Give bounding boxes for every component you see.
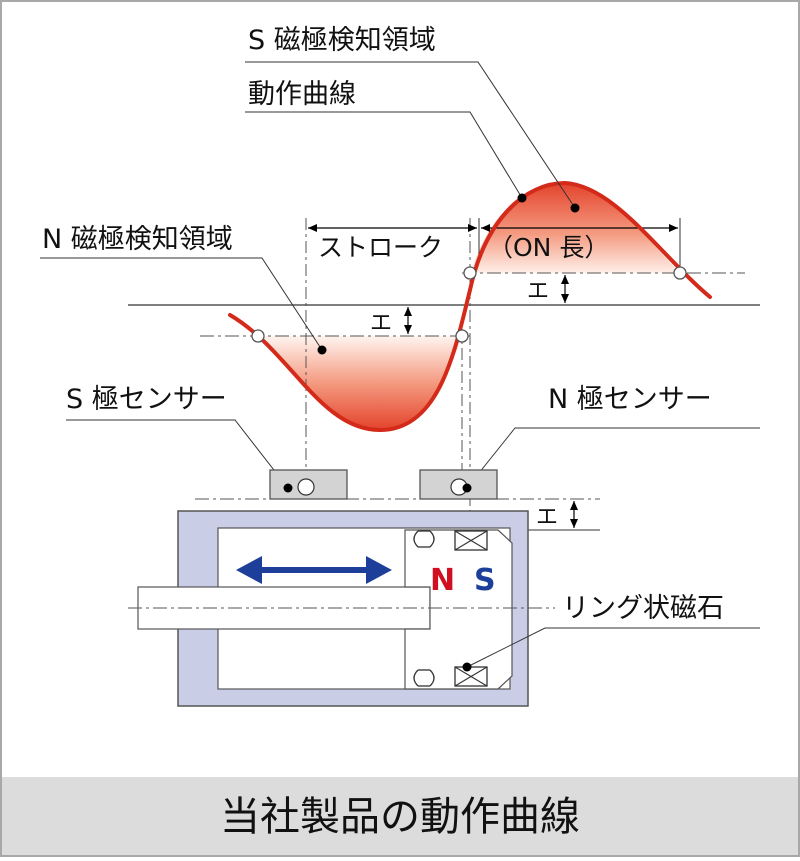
s-sensor-element	[297, 478, 315, 496]
hysteresis-bottom-label: エ	[536, 505, 558, 530]
n-region-dot	[317, 345, 327, 355]
n-threshold-left-marker	[251, 329, 265, 343]
s-sensor-leader	[66, 419, 289, 489]
s-pole-sensor-label: S 極センサー	[66, 384, 227, 415]
s-threshold-right-marker	[673, 266, 687, 280]
n-pole-sensor-label: N 極センサー	[548, 384, 712, 415]
s-region-dot	[570, 203, 580, 213]
operating-curve-label: 動作曲線	[248, 79, 356, 110]
n-sensor-dot	[462, 483, 472, 493]
stroke-label: ストローク	[318, 233, 443, 262]
ring-magnet-label: リング状磁石	[562, 593, 724, 624]
lower-ring-magnet	[454, 666, 488, 687]
ring-magnet-dot	[462, 662, 472, 672]
s-sensor-dot	[283, 483, 293, 493]
n-threshold-right-marker	[455, 329, 469, 343]
movement-arrow	[236, 556, 392, 584]
operating-curve-dot	[517, 193, 527, 203]
n-region-fill	[258, 336, 462, 430]
piston-head	[404, 529, 513, 690]
footer-bar	[2, 777, 798, 855]
n-sensor-leader	[466, 427, 760, 489]
hysteresis-top-label: エ	[527, 279, 549, 304]
ring-magnet-leader	[466, 627, 760, 668]
s-threshold-left-marker	[463, 266, 477, 280]
upper-ring-magnet	[454, 530, 488, 551]
n-detect-region-label: N 磁極検知領域	[42, 224, 233, 255]
lower-seal	[413, 669, 435, 687]
on-length-label: （ON 長）	[488, 233, 609, 262]
operating-curve	[228, 180, 712, 433]
s-region-leader	[245, 61, 576, 209]
magnet-n-letter: N	[430, 563, 455, 598]
operating-curve-leader	[245, 111, 523, 199]
n-region-leader	[40, 257, 323, 351]
s-detect-region-label: S 磁極検知領域	[248, 25, 436, 56]
footer-title: 当社製品の動作曲線	[220, 794, 580, 840]
magnet-s-letter: S	[474, 563, 496, 598]
hysteresis-mid-label: エ	[370, 311, 392, 336]
upper-seal	[413, 530, 435, 548]
